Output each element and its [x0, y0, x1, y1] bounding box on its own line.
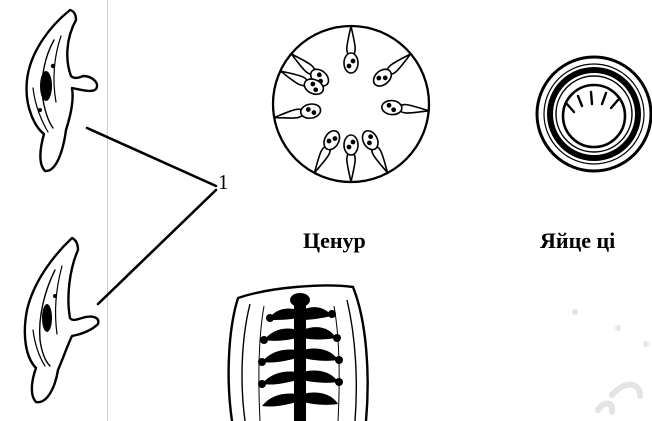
cenurus-drawing — [273, 26, 429, 182]
pointer-number-label: 1 — [218, 172, 229, 193]
proglottid-drawing — [229, 285, 368, 421]
lower-larva-drawing — [25, 238, 98, 402]
cenurus-caption: Ценур — [303, 230, 366, 252]
pointer-lines — [87, 128, 216, 304]
upper-larva-drawing — [27, 10, 98, 171]
watermark-marks — [572, 309, 649, 412]
proglottid-uterus — [258, 293, 343, 421]
pointer-line-upper — [87, 128, 216, 186]
egg-hooks — [567, 92, 618, 112]
egg-caption: Яйце ці — [540, 230, 615, 252]
egg-drawing — [537, 57, 651, 171]
pointer-line-lower — [98, 190, 216, 304]
